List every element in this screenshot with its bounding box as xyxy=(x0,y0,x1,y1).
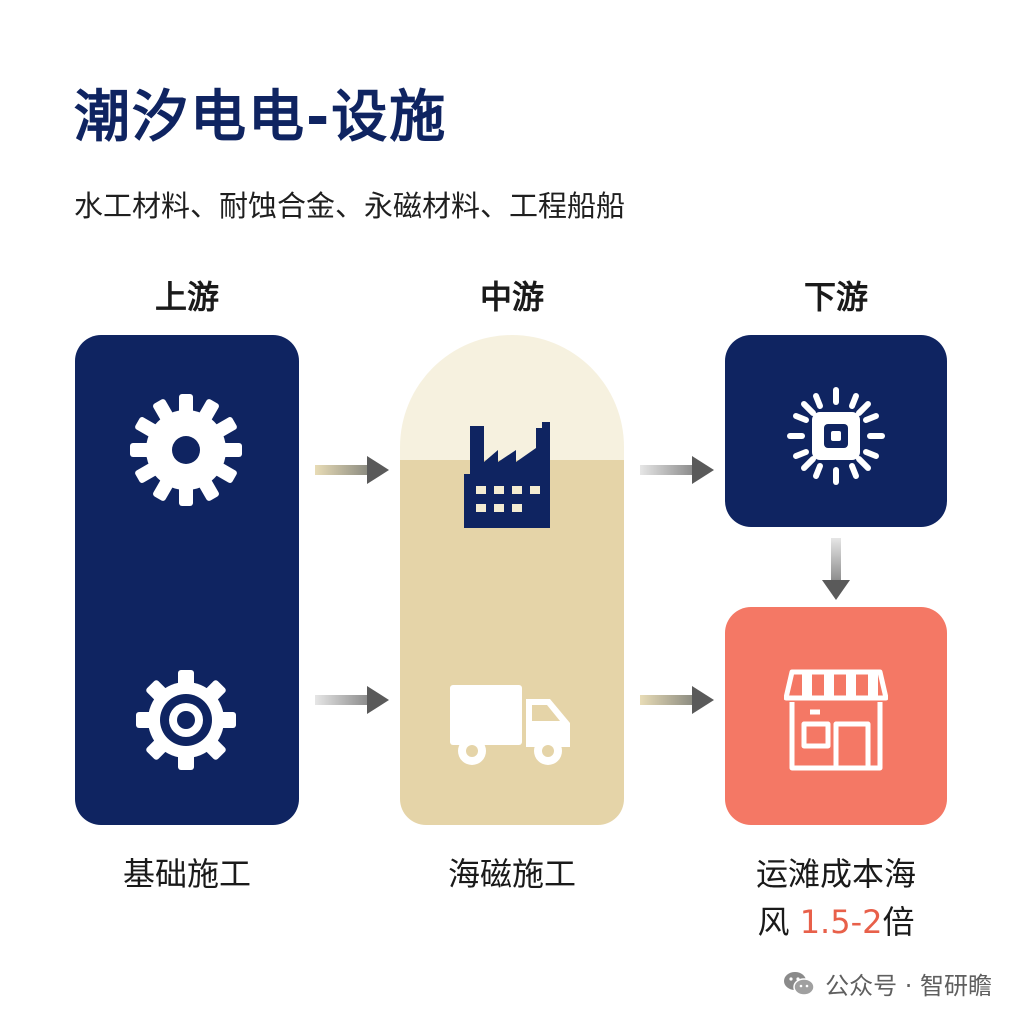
wechat-icon xyxy=(784,971,815,996)
arrow-right-icon xyxy=(315,456,389,484)
arrow-down-icon xyxy=(822,538,850,600)
footer-watermark: 公众号 · 智研瞻 xyxy=(783,966,992,1001)
downstream-label-line2: 风 1.5-2倍 xyxy=(706,898,966,946)
page-subtitle: 水工材料、耐蚀合金、永磁材料、工程船船 xyxy=(74,189,626,223)
arrow-right-icon xyxy=(315,686,389,714)
footer-text: 公众号 · 智研瞻 xyxy=(825,972,992,1000)
upstream-heading: 上游 xyxy=(154,278,219,316)
midstream-heading: 中游 xyxy=(479,278,544,316)
chip-icon xyxy=(787,387,885,485)
gear-icon xyxy=(136,670,236,770)
downstream-heading: 下游 xyxy=(803,278,868,316)
truck-icon xyxy=(450,685,570,765)
page-title: 潮汐电电-设施 xyxy=(74,85,448,150)
arrow-right-icon xyxy=(640,456,714,484)
upstream-label: 基础施工 xyxy=(122,855,251,893)
factory-icon xyxy=(464,422,550,528)
downstream-label-line1: 运滩成本海 xyxy=(755,855,916,893)
downstream-label-prefix: 风 xyxy=(757,903,800,941)
downstream-label: 运滩成本海 风 1.5-2倍 xyxy=(706,850,966,946)
midstream-label: 海磁施工 xyxy=(447,855,576,893)
downstream-label-highlight: 1.5-2 xyxy=(799,903,883,941)
downstream-label-suffix: 倍 xyxy=(882,903,915,941)
gear-icon xyxy=(130,394,242,506)
arrow-right-icon xyxy=(640,686,714,714)
storefront-icon xyxy=(784,669,888,771)
downstream-bottom-panel xyxy=(725,607,947,825)
